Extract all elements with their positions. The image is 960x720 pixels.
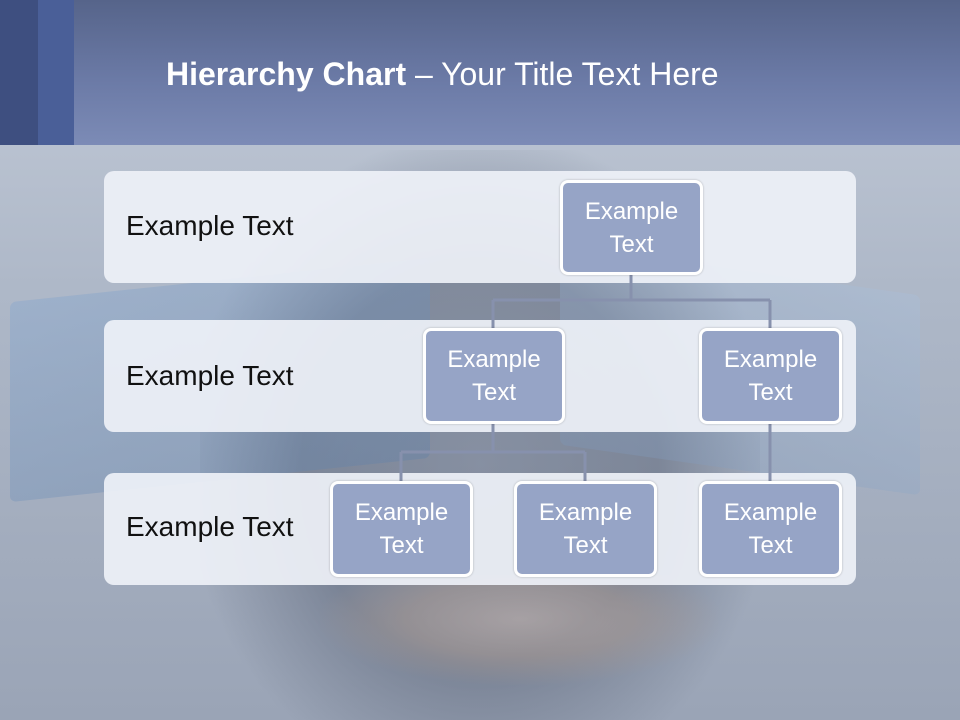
connector-top-to-level2 [491,274,772,330]
level-label-1: Example Text [126,210,294,241]
title-dash: – [406,56,442,92]
level-label-3: Example Text [126,511,294,542]
node-top-label: Example Text [584,197,679,258]
node-mid-left-label: Example Text [447,346,541,406]
node-bottom-left[interactable]: Example Text [330,481,473,577]
level-band-1 [104,171,856,283]
node-top[interactable]: Example Text [560,180,703,275]
level-label-2: Example Text [126,360,294,391]
background-hands-image [320,575,720,685]
title-bold: Hierarchy Chart [166,56,407,92]
node-mid-right[interactable]: Example Text [699,328,842,424]
node-bottom-right[interactable]: Example Text [699,481,842,577]
connector-midleft-to-level3 [399,422,587,483]
title-accent-light [38,0,74,145]
slide-title: Hierarchy Chart – Your Title Text Here [166,56,719,93]
title-rest: Your Title Text Here [441,56,719,92]
title-bar [0,0,960,145]
node-mid-left[interactable]: Example Text [423,328,565,424]
node-bottom-right-label: Example Text [723,499,818,559]
title-accent-dark [0,0,38,145]
node-bottom-left-label: Example Text [354,499,449,559]
node-mid-right-label: Example Text [723,346,818,406]
node-bottom-center-label: Example Text [538,499,633,559]
node-bottom-center[interactable]: Example Text [514,481,657,577]
